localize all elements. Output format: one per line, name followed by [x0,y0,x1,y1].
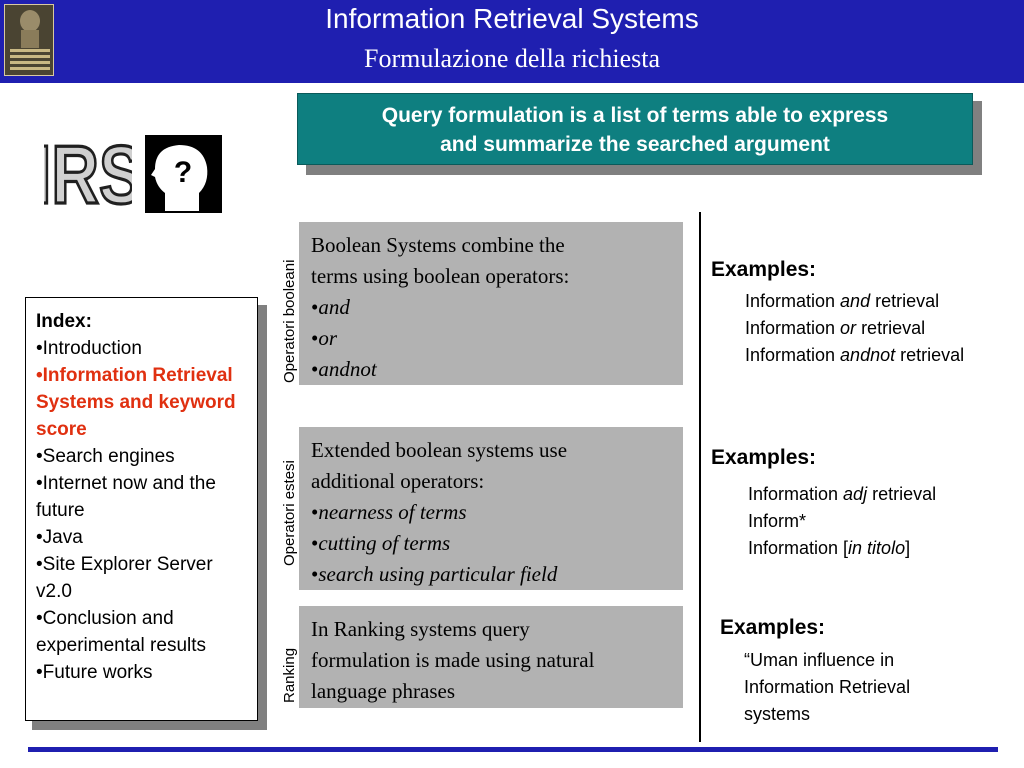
irs-label: IRS [44,128,132,214]
extended-line-2: additional operators: [311,469,485,493]
bullet-item: •andnot [311,357,377,381]
index-item: •Search engines [36,446,175,467]
index-panel: Index: •Introduction •Information Retriev… [25,297,258,721]
university-logo [4,4,54,76]
extended-line-1: Extended boolean systems use [311,438,568,462]
examples-title-extended: Examples: [711,446,817,469]
index-item: •Internet now and the future [36,473,216,521]
definition-line-2: and summarize the searched argument [440,133,830,156]
example-line: Information Retrieval [744,677,911,697]
index-item: •Java [36,527,83,548]
index-item: •Introduction [36,338,142,359]
definition-line-1: Query formulation is a list of terms abl… [381,104,889,127]
bullet-item: •search using particular field [311,562,558,586]
slide-subtitle: Formulazione della richiesta [363,44,660,73]
example-line: “Uman influence in [744,650,895,670]
boolean-line-1: Boolean Systems combine the [311,233,565,257]
example-line: Information adj retrieval [748,484,937,504]
side-label-extended: Operatori estesi [281,460,298,566]
vertical-divider [699,212,701,742]
examples-boolean: Information and retrieval Information or… [745,288,964,369]
operator-cutting: cutting of terms [318,531,451,555]
slide-header: Information Retrieval Systems Formulazio… [0,0,1024,83]
examples-ranking: “Uman influence in Information Retrieval… [744,647,910,728]
extended-box: Extended boolean systems use additional … [299,427,683,590]
boolean-box: Boolean Systems combine the terms using … [299,222,683,385]
side-label-boolean: Operatori booleani [281,259,298,383]
operator-nearness: nearness of terms [318,500,467,524]
examples-extended: Information adj retrieval Inform* Inform… [748,481,936,562]
example-line: Information or retrieval [745,318,926,338]
operator-field: search using particular field [318,562,558,586]
ranking-line-1: In Ranking systems query [311,617,530,641]
bullet-item: •or [311,326,338,350]
example-line: Information andnot retrieval [745,345,965,365]
bullet-item: •nearness of terms [311,500,467,524]
boolean-line-2: terms using boolean operators: [311,264,570,288]
example-line: Information and retrieval [745,291,940,311]
head-icon-glyph: ? [174,156,192,189]
definition-box: Query formulation is a list of terms abl… [297,93,973,165]
bottom-rule [28,747,998,752]
examples-title-ranking: Examples: [720,616,826,639]
ranking-line-3: language phrases [311,679,456,703]
slide-title: Information Retrieval Systems [325,3,699,34]
operator-and: and [318,295,350,319]
examples-title-boolean: Examples: [711,258,817,281]
index-list: •Introduction •Information Retrieval Syst… [36,335,247,686]
index-title: Index: [36,311,92,332]
side-label-ranking: Ranking [281,647,298,703]
index-item: •Information Retrieval Systems and keywo… [36,365,236,440]
ranking-line-2: formulation is made using natural [311,648,595,672]
example-line: Inform* [748,511,807,531]
example-line: systems [744,704,811,724]
ranking-box: In Ranking systems query formulation is … [299,606,683,708]
operator-andnot: andnot [318,357,377,381]
question-head-icon: ? [145,135,222,213]
irs-logo: IRS [44,128,132,214]
operator-or: or [318,326,338,350]
index-item: •Conclusion and experimental results [36,608,207,656]
index-item: •Future works [36,662,153,683]
index-item: •Site Explorer Server v2.0 [36,554,213,602]
bullet-item: •cutting of terms [311,531,451,555]
example-line: Information [in titolo] [748,538,911,558]
bullet-item: •and [311,295,350,319]
